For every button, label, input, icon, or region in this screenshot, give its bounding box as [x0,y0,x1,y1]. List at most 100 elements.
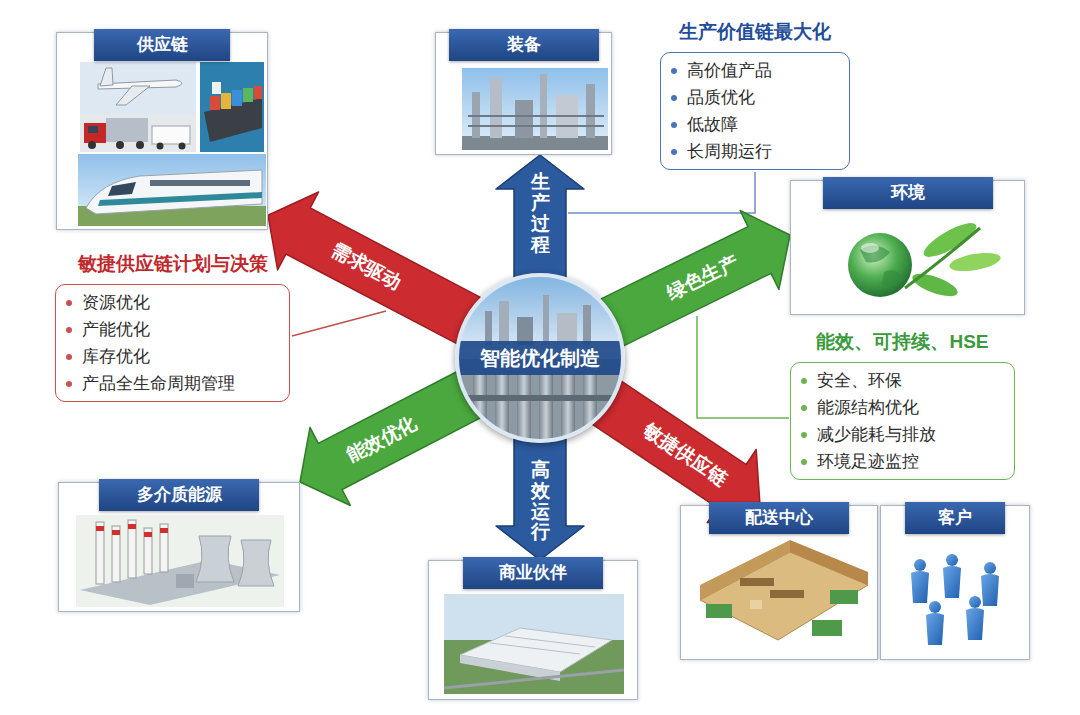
header-bar: 客户 [905,502,1005,534]
power-plant-picture [128,520,136,578]
truck-picture [88,141,96,149]
truck-picture [88,126,98,133]
power-plant-picture [196,536,234,582]
customer-figures [926,613,944,645]
bullet-dot [801,378,807,384]
refinery-picture [462,136,608,150]
picture-card: 装备 [435,32,612,155]
warehouse-picture [770,590,804,598]
truck-picture [136,141,144,149]
picture-card: 客户 [880,505,1030,660]
list-row: 环境足迹监控 [801,448,1004,475]
power-plant-picture [76,515,284,607]
hub-picture [583,373,597,443]
hub-picture [517,373,531,443]
ship-picture [212,82,221,94]
globe-picture [861,243,879,253]
factory-picture [444,594,624,694]
customer-figures [943,566,961,598]
arrow-label: 高效运行 [531,460,550,544]
globe-picture [882,270,904,286]
block-arrow [601,211,790,346]
power-plant-picture [160,524,168,572]
customer-figures [946,554,958,566]
list-row: 产能优化 [66,316,279,343]
warehouse-picture [700,540,868,640]
list-heading-row: 生产价值链最大化 [660,18,850,46]
list-item: 库存优化 [82,345,150,368]
arrow-label: 生产过程 [531,172,550,256]
ship-picture [200,62,264,152]
list-heading-row: 敏捷供应链计划与决策 [55,250,290,278]
arrow-label: 需求驱动 [327,239,405,295]
customer-figures [981,574,999,606]
picture-card: 环境 [790,180,1025,315]
train-picture [150,180,250,186]
list-item: 安全、环保 [817,369,902,392]
list-row: 高价值产品 [671,57,839,84]
refinery-picture [586,84,595,138]
bullet-dot [671,68,677,74]
refinery-picture [462,68,608,150]
picture-card: 配送中心 [680,505,878,660]
hub-picture [583,305,591,345]
list-item: 长周期运行 [687,140,772,163]
card-title: 配送中心 [745,508,813,527]
bullet-list: 能效、可持续、HSE 安全、环保能源结构优化减少能耗与排放环境足迹监控 [790,328,1015,480]
truck-picture [106,118,148,142]
header-bar: 配送中心 [709,502,849,534]
header-bar: 供应链 [94,29,230,61]
picture-card: 多介质能源 [58,482,300,612]
factory-picture [444,670,624,688]
block-arrow [496,155,584,277]
list-frame: 安全、环保能源结构优化减少能耗与排放环境足迹监控 [790,362,1015,480]
card-title: 多介质能源 [137,485,222,504]
train-picture [78,154,266,226]
list-row: 长周期运行 [671,138,839,165]
refinery-picture [462,68,608,150]
list-item: 环境足迹监控 [817,450,919,473]
list-item: 产能优化 [82,318,150,341]
bullet-dot [66,300,72,306]
customer-figures [929,601,941,613]
header-bar: 商业伙伴 [463,557,603,589]
plane-picture [100,68,113,86]
list-heading-row: 能效、可持续、HSE [790,328,1015,356]
list-row: 产品全生命周期管理 [66,370,279,397]
hub-picture [517,317,533,345]
hub-picture [455,341,625,375]
customer-figures [984,562,996,574]
header-bar: 多介质能源 [99,479,259,511]
card-title: 环境 [891,183,925,202]
list-row: 低故障 [671,111,839,138]
card-title: 装备 [507,35,541,54]
hub-picture [455,273,625,443]
block-arrow [496,439,584,560]
bullet-dot [66,381,72,387]
warehouse-picture [830,590,858,604]
truck-picture [179,143,186,150]
plane-picture [116,86,150,105]
block-arrow [268,192,480,343]
truck-picture [157,143,164,150]
list-item: 减少能耗与排放 [817,423,936,446]
bullet-dot [66,327,72,333]
list-row: 库存优化 [66,343,279,370]
bullet-dot [671,149,677,155]
customer-figures [966,608,984,640]
list-row: 安全、环保 [801,367,1004,394]
card-title: 供应链 [137,35,188,54]
hub-picture [485,311,492,345]
arrow-label: 绿色生产 [664,251,742,305]
power-plant-picture [96,522,104,584]
list-heading: 生产价值链最大化 [679,18,831,46]
bullet-dot [801,459,807,465]
arrow-label: 敏捷供应链 [640,419,732,491]
warehouse-picture [790,540,868,585]
ship-picture [221,93,231,109]
warehouse-picture [812,620,842,636]
truck-picture [80,114,196,152]
list-item: 产品全生命周期管理 [82,372,235,395]
train-picture [86,170,262,214]
